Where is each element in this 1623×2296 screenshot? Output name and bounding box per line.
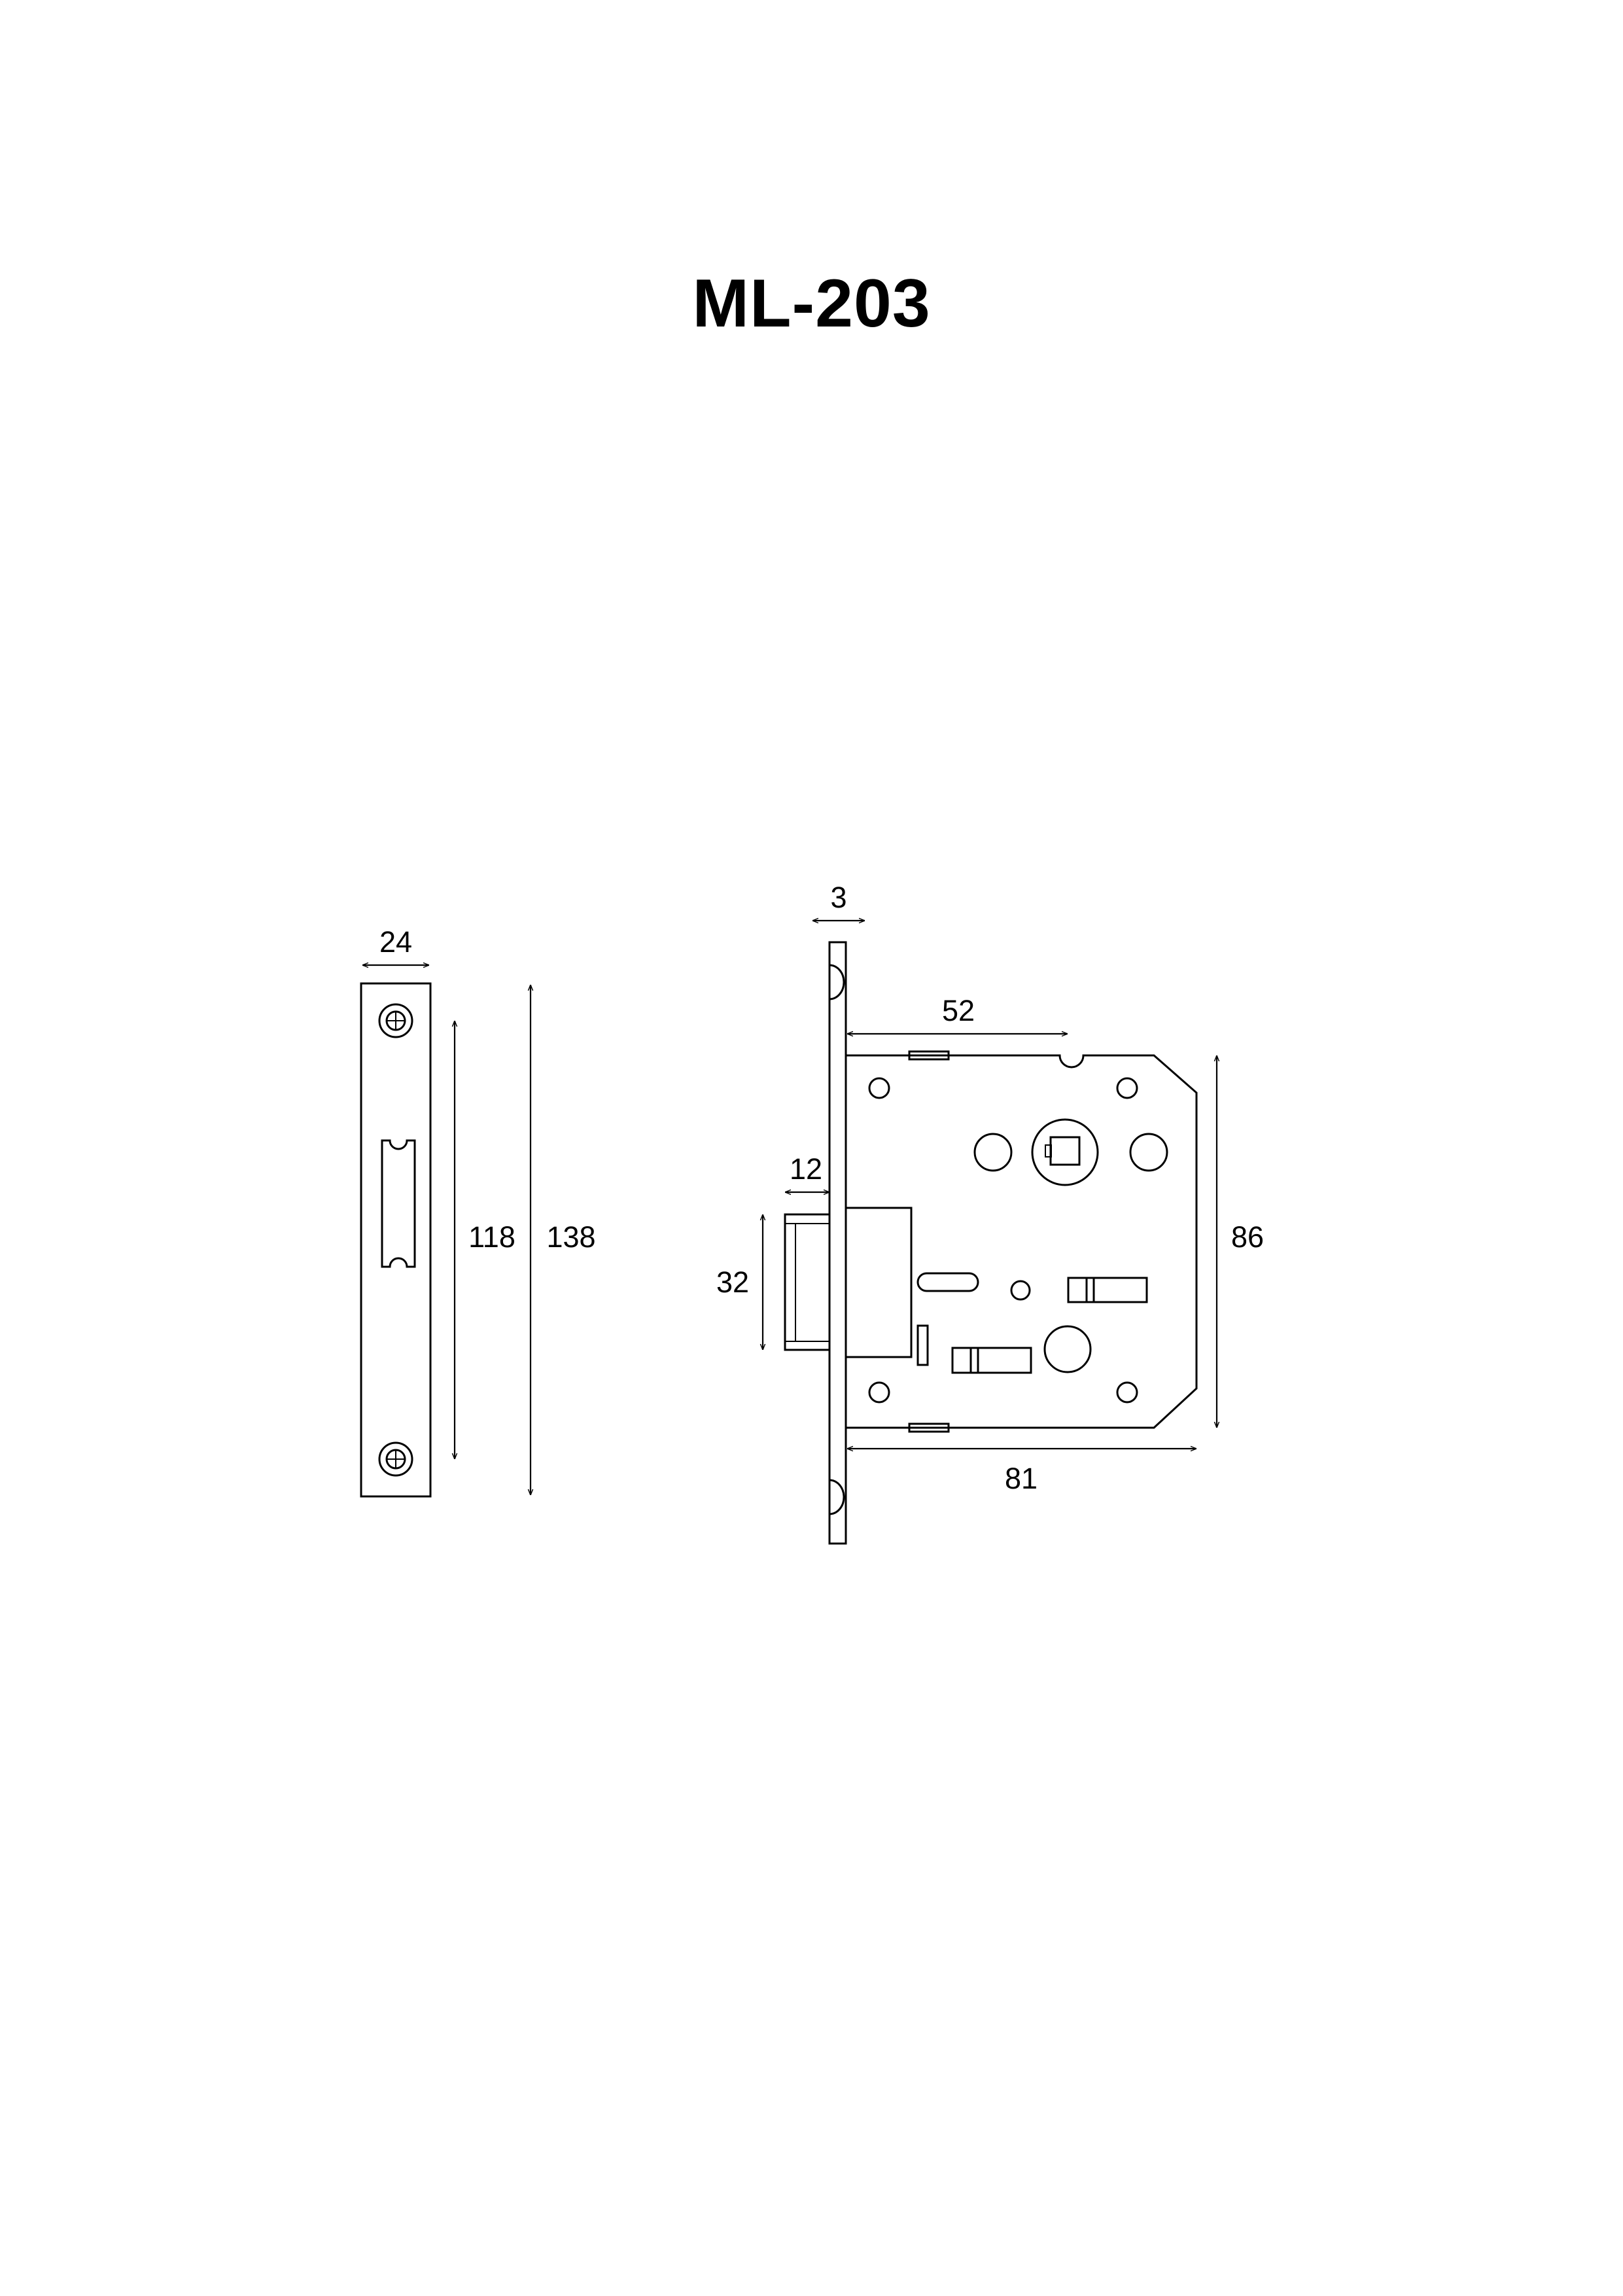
- strike-dimensions: [362, 965, 531, 1495]
- mounting-hole-top-left: [868, 1077, 890, 1099]
- faceplate-notch-bottom: [829, 1479, 845, 1515]
- dim-label-138: 138: [546, 1220, 595, 1254]
- faceplate-notch-top: [829, 964, 845, 1000]
- latch-opening: [381, 1139, 416, 1268]
- through-hole-left: [973, 1133, 1013, 1172]
- strike-plate-view: [360, 982, 432, 1498]
- case-slot: [916, 1272, 979, 1292]
- dim-label-12: 12: [790, 1152, 822, 1186]
- lock-dimensions: [763, 921, 1217, 1449]
- dim-label-3: 3: [830, 881, 846, 914]
- vertical-slot: [916, 1324, 929, 1366]
- dim-label-52: 52: [942, 994, 975, 1027]
- latch-bolt: [784, 1213, 831, 1351]
- dim-label-32: 32: [716, 1265, 749, 1299]
- top-screw-icon: [378, 1003, 413, 1038]
- lower-through-hole: [1043, 1325, 1092, 1373]
- dim-label-86: 86: [1231, 1220, 1264, 1254]
- through-hole-right: [1129, 1133, 1168, 1172]
- release-tab-lower: [951, 1347, 1032, 1374]
- latch-housing: [845, 1207, 913, 1358]
- case-tab-bottom: [908, 1422, 950, 1433]
- lock-case-outline: [846, 1054, 1198, 1429]
- mounting-hole-bottom-left: [868, 1381, 890, 1404]
- drawing-title: ML-203: [692, 266, 931, 342]
- spindle-follower: [1031, 1118, 1099, 1186]
- dim-label-81: 81: [1005, 1462, 1038, 1495]
- small-hole: [1010, 1280, 1031, 1301]
- mounting-hole-top-right: [1116, 1077, 1138, 1099]
- strike-plate-outline: [360, 982, 432, 1498]
- release-tab-upper: [1067, 1277, 1148, 1303]
- dim-label-118: 118: [468, 1220, 515, 1254]
- bottom-screw-icon: [378, 1441, 413, 1477]
- lock-body-view: [784, 941, 1198, 1545]
- faceplate-edge: [828, 941, 847, 1545]
- mounting-hole-bottom-right: [1116, 1381, 1138, 1404]
- dim-label-24: 24: [379, 925, 412, 959]
- case-tab-top: [908, 1050, 950, 1061]
